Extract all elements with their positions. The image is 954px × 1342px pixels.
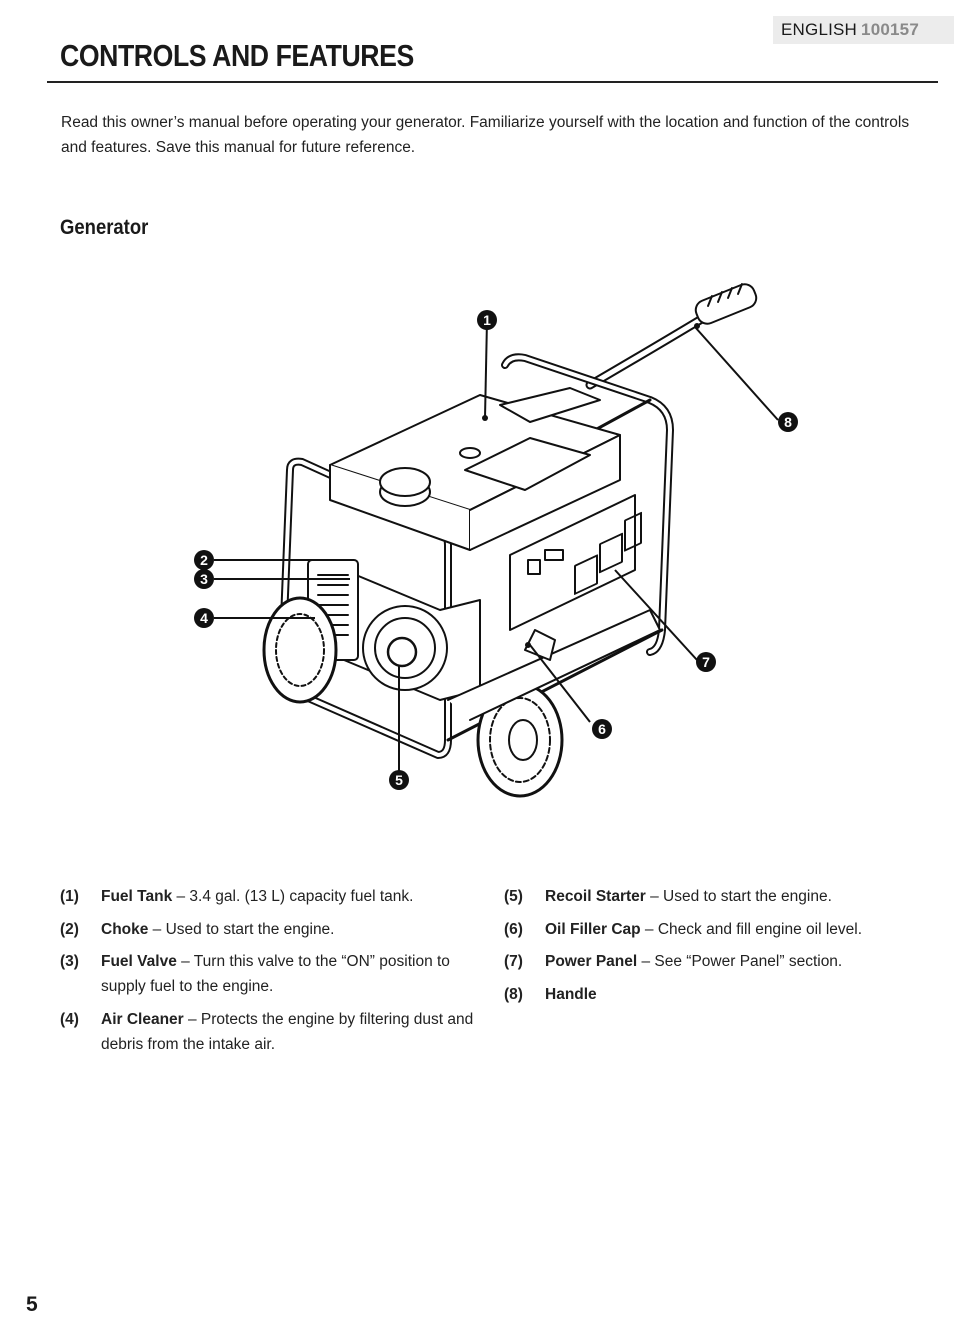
callout-4: 4 — [194, 608, 214, 628]
legend-item: (2) Choke – Used to start the engine. — [60, 917, 480, 942]
legend-number: (2) — [60, 920, 79, 938]
legend-right-column: (5) Recoil Starter – Used to start the e… — [504, 884, 924, 1014]
outlet-3 — [624, 511, 642, 552]
svg-text:3: 3 — [200, 571, 208, 587]
legend-description: – Used to start the engine. — [148, 920, 335, 938]
language-label: ENGLISH — [781, 20, 858, 39]
legend-item: (7) Power Panel – See “Power Panel” sect… — [504, 949, 924, 974]
legend-description: – See “Power Panel” section. — [637, 953, 843, 970]
svg-text:6: 6 — [598, 721, 606, 737]
power-panel — [509, 494, 636, 631]
legend-term: Air Cleaner — [101, 1010, 184, 1028]
intro-paragraph: Read this owner’s manual before operatin… — [61, 114, 910, 156]
callout-6: 6 — [592, 719, 612, 739]
svg-text:4: 4 — [200, 610, 208, 626]
legend-number: (3) — [60, 953, 79, 970]
outlet-1 — [574, 554, 598, 595]
legend-item: (4) Air Cleaner – Protects the engine by… — [60, 1007, 480, 1057]
legend-term: Handle — [545, 985, 597, 1003]
callout-1: 1 — [477, 310, 497, 330]
handle-grip — [694, 283, 758, 325]
callout-3: 3 — [194, 569, 214, 589]
legend-item: (1) Fuel Tank – 3.4 gal. (13 L) capacity… — [60, 884, 480, 909]
leader-6 — [529, 644, 591, 723]
svg-text:1: 1 — [483, 312, 491, 328]
legend-item: (3) Fuel Valve – Turn this valve to the … — [60, 949, 480, 999]
svg-text:5: 5 — [395, 772, 403, 788]
leader-8 — [694, 326, 779, 421]
legend-term: Power Panel — [545, 953, 638, 970]
svg-text:8: 8 — [784, 414, 792, 430]
legend-item: (5) Recoil Starter – Used to start the e… — [504, 884, 924, 909]
section-heading: Generator — [60, 216, 149, 239]
legend-left-column: (1) Fuel Tank – 3.4 gal. (13 L) capacity… — [60, 884, 480, 1064]
callout-2: 2 — [194, 550, 214, 570]
legend-term: Fuel Valve — [101, 953, 177, 970]
legend-description: – 3.4 gal. (13 L) capacity fuel tank. — [172, 888, 414, 905]
legend-term: Choke — [101, 920, 149, 938]
legend-number: (6) — [504, 920, 523, 938]
legend-description: – Turn this valve to the “ON” position t… — [101, 953, 450, 995]
legend-item: (8) Handle — [504, 982, 924, 1007]
leader-7 — [614, 569, 698, 661]
legend-number: (1) — [60, 888, 79, 905]
page-number: 5 — [26, 1293, 38, 1316]
page-title: CONTROLS AND FEATURES — [60, 38, 414, 73]
generator-illustration: 1 2 3 4 5 6 7 8 — [194, 283, 798, 798]
callout-7: 7 — [696, 652, 716, 672]
legend-term: Oil Filler Cap — [545, 920, 641, 938]
title-divider — [47, 81, 938, 83]
legend-term: Fuel Tank — [101, 888, 173, 905]
legend-number: (5) — [504, 888, 523, 905]
callout-8: 8 — [778, 412, 798, 432]
wheel-right — [476, 682, 564, 798]
legend-description: – Check and fill engine oil level. — [640, 920, 863, 938]
legend-number: (8) — [504, 985, 523, 1003]
legend-description: – Used to start the engine. — [645, 888, 832, 905]
legend-number: (4) — [60, 1010, 79, 1028]
svg-text:2: 2 — [200, 552, 208, 568]
legend-number: (7) — [504, 953, 523, 970]
svg-text:7: 7 — [702, 654, 710, 670]
legend-term: Recoil Starter — [545, 888, 646, 905]
legend-description: – Protects the engine by filtering dust … — [101, 1010, 474, 1053]
wheel-left — [262, 596, 338, 704]
document-code: 100157 — [861, 20, 919, 39]
legend-item: (6) Oil Filler Cap – Check and fill engi… — [504, 917, 924, 942]
callout-5: 5 — [389, 770, 409, 790]
leader-1 — [484, 319, 488, 419]
outlet-2 — [599, 532, 623, 574]
